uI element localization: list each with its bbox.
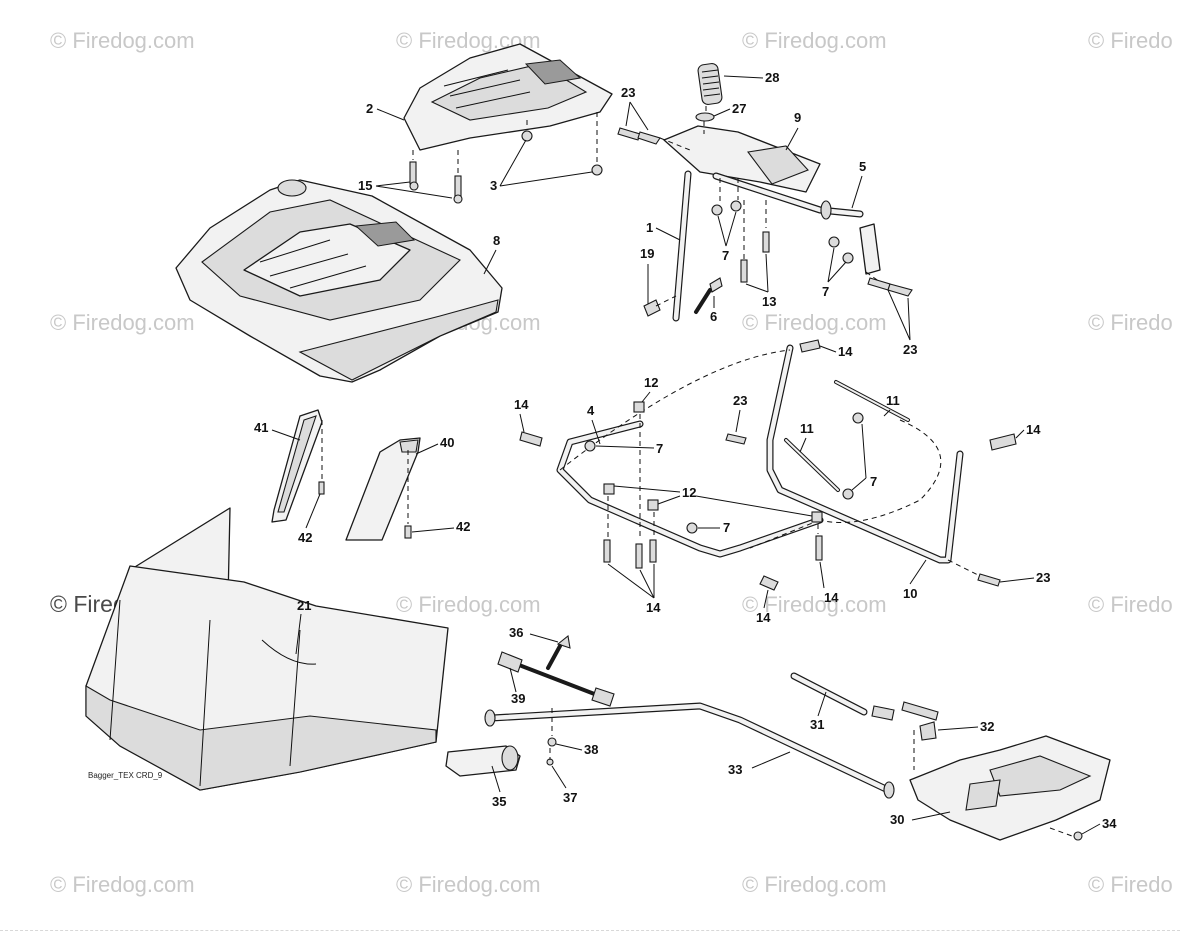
watermark: © Firedo [1088, 872, 1173, 897]
callout-13: 13 [762, 294, 776, 309]
lift-handle-assembly [445, 634, 1111, 841]
watermark: © Firedog.com [50, 872, 195, 897]
callout-5: 5 [859, 159, 866, 174]
callout-7: 7 [722, 248, 729, 263]
callout-37: 37 [563, 790, 577, 805]
callout-23: 23 [621, 85, 635, 100]
watermark: © Firedog.com [50, 310, 195, 335]
lift-frame-assembly [519, 339, 1017, 591]
callout-11: 11 [886, 393, 900, 408]
watermark: © Firedog.com [396, 872, 541, 897]
callout-30: 30 [890, 812, 904, 827]
callout-14f: 14 [824, 590, 839, 605]
part-2-top-cover [403, 43, 613, 151]
callout-35: 35 [492, 794, 506, 809]
callout-28: 28 [765, 70, 779, 85]
callout-1: 1 [646, 220, 653, 235]
callout-40: 40 [440, 435, 454, 450]
callout-23c: 23 [733, 393, 747, 408]
watermark: © Firedo [1088, 28, 1173, 53]
callout-14: 14 [838, 344, 853, 359]
watermark: © Firedog.com [396, 592, 541, 617]
callout-12b: 12 [682, 485, 696, 500]
callout-7c: 7 [656, 441, 663, 456]
watermark: © Firedog.com [50, 28, 195, 53]
callout-2: 2 [366, 101, 373, 116]
callout-41: 41 [254, 420, 268, 435]
callout-6: 6 [710, 309, 717, 324]
callout-39: 39 [511, 691, 525, 706]
callout-14e: 14 [756, 610, 771, 625]
part-8-hood [175, 179, 503, 383]
part-21-front-panel [85, 507, 449, 791]
callout-31: 31 [810, 717, 824, 732]
callout-32: 32 [980, 719, 994, 734]
callout-7e: 7 [723, 520, 730, 535]
drawing-tag: Bagger_TEX CRD_9 [88, 771, 163, 780]
callout-21: 21 [297, 598, 311, 613]
callout-14b: 14 [514, 397, 529, 412]
callout-8: 8 [493, 233, 500, 248]
callout-9: 9 [794, 110, 801, 125]
watermark: © Firedo [1088, 592, 1173, 617]
callout-34: 34 [1102, 816, 1117, 831]
callout-4: 4 [587, 403, 595, 418]
watermark: © Firedog.com [742, 310, 887, 335]
callout-7d: 7 [870, 474, 877, 489]
callout-11b: 11 [800, 421, 814, 436]
page-divider [0, 930, 1180, 931]
watermark: © Firedog.com [742, 592, 887, 617]
callout-10: 10 [903, 586, 917, 601]
callout-14c: 14 [1026, 422, 1041, 437]
watermark: © Firedo [1088, 310, 1173, 335]
callout-27: 27 [732, 101, 746, 116]
callout-23d: 23 [1036, 570, 1050, 585]
callout-42b: 42 [456, 519, 470, 534]
callout-36: 36 [509, 625, 523, 640]
watermark: © Firedog.com [742, 872, 887, 897]
callout-3: 3 [490, 178, 497, 193]
callout-38: 38 [584, 742, 598, 757]
callout-7b: 7 [822, 284, 829, 299]
callout-33: 33 [728, 762, 742, 777]
callout-42: 42 [298, 530, 312, 545]
callout-15: 15 [358, 178, 372, 193]
callout-23b: 23 [903, 342, 917, 357]
fasteners-cover [409, 112, 603, 204]
side-panels [271, 409, 421, 541]
callout-19: 19 [640, 246, 654, 261]
callout-12: 12 [644, 375, 658, 390]
steering-assembly [617, 63, 913, 322]
watermark: © Firedog.com [742, 28, 887, 53]
callout-14d: 14 [646, 600, 661, 615]
watermark-layer: © Firedog.com © Firedog.com © Firedog.co… [50, 28, 1173, 897]
